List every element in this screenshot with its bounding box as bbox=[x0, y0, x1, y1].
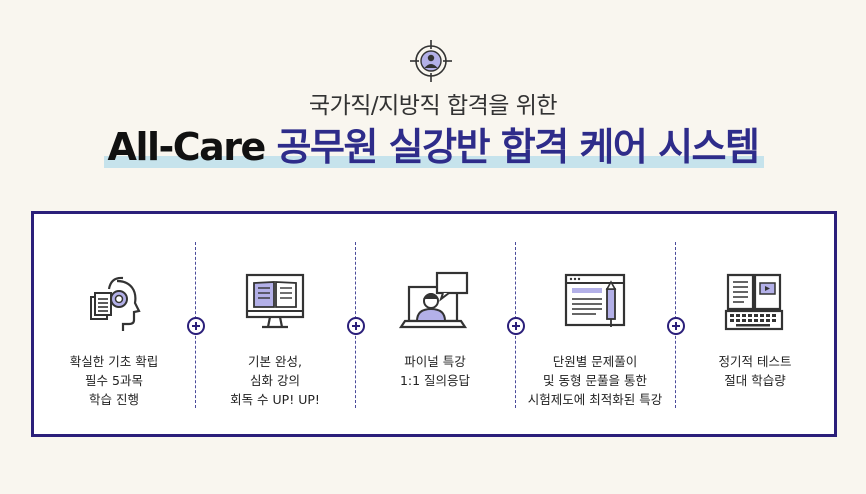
step-5: 정기적 테스트 절대 학습량 bbox=[675, 214, 835, 434]
step-label: 단원별 문제풀이 및 동형 문풀을 통한 시험제도에 최적화된 특강 bbox=[527, 354, 663, 407]
title-brand: All-Care bbox=[107, 125, 267, 169]
monitor-book-icon bbox=[245, 273, 305, 329]
step-label: 기본 완성, 심화 강의 회독 수 UP! UP! bbox=[230, 354, 320, 407]
page-subtitle: 국가직/지방직 합격을 위한 bbox=[308, 93, 558, 119]
plus-icon bbox=[507, 317, 525, 335]
step-label: 파이널 특강 1:1 질의응답 bbox=[399, 354, 471, 388]
step-label: 확실한 기초 확립 필수 5과목 학습 진행 bbox=[69, 354, 159, 407]
step-1: 확실한 기초 확립 필수 5과목 학습 진행 bbox=[34, 214, 194, 434]
step-3: 파이널 특강 1:1 질의응답 bbox=[355, 214, 515, 434]
plus-icon bbox=[347, 317, 365, 335]
plus-icon bbox=[187, 317, 205, 335]
target-person-icon bbox=[410, 40, 452, 82]
head-headphones-doc-icon bbox=[90, 276, 141, 331]
care-system-panel: 확실한 기초 확립 필수 5과목 학습 진행 기본 완성, 심화 강의 회독 수… bbox=[31, 211, 837, 437]
step-4: 단원별 문제풀이 및 동형 문풀을 통한 시험제도에 최적화된 특강 bbox=[515, 214, 675, 434]
step-2: 기본 완성, 심화 강의 회독 수 UP! UP! bbox=[195, 214, 355, 434]
step-label: 정기적 테스트 절대 학습량 bbox=[718, 354, 792, 388]
title-highlight bbox=[103, 156, 765, 168]
title-main: 공무원 실강반 합격 케어 시스템 bbox=[276, 125, 760, 169]
page-title: All-Care 공무원 실강반 합격 케어 시스템 bbox=[103, 122, 765, 172]
laptop-lecturer-icon bbox=[398, 271, 469, 329]
browser-pen-icon bbox=[564, 273, 626, 327]
book-keyboard-icon bbox=[724, 273, 784, 331]
plus-icon bbox=[667, 317, 685, 335]
